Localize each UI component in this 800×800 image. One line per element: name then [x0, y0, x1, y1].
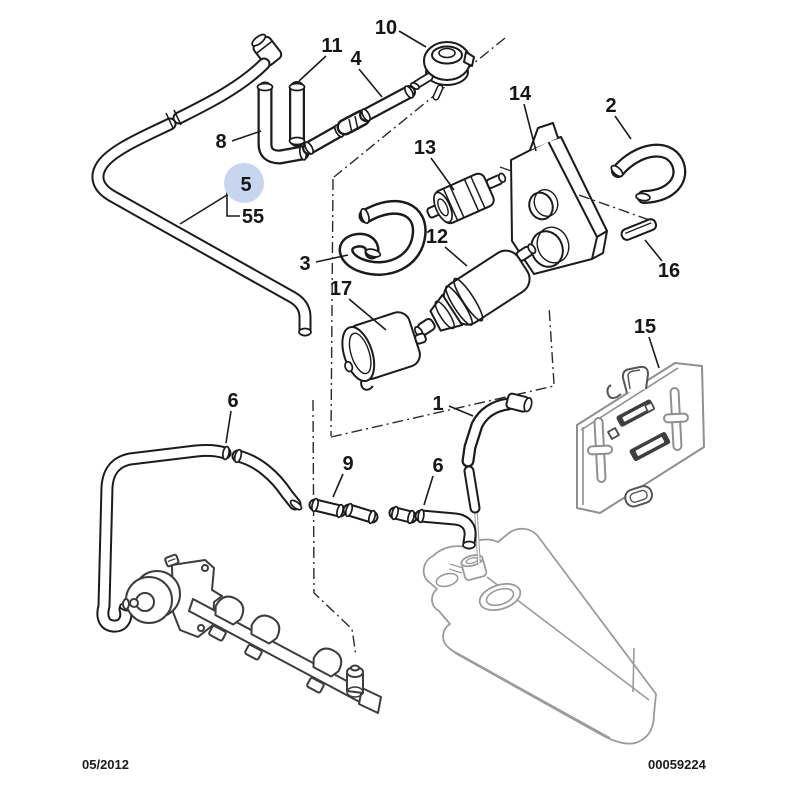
callout-16[interactable]: 16 [658, 260, 680, 282]
pump-sleeve [341, 311, 427, 391]
retaining-clip [620, 218, 658, 241]
callout-3[interactable]: 3 [299, 253, 310, 275]
pressure-regulator [410, 41, 475, 101]
callout-5-selected[interactable]: 5 [240, 174, 251, 196]
fuel-tank [422, 527, 657, 745]
callout-10[interactable]: 10 [375, 17, 397, 39]
pipe-4-chain [302, 85, 416, 155]
highlight-circle [224, 163, 264, 203]
callout-8[interactable]: 8 [215, 131, 226, 153]
callout-55[interactable]: 55 [242, 206, 264, 228]
callout-17[interactable]: 17 [330, 278, 352, 300]
leader-lines [179, 30, 663, 506]
pump-housing [510, 122, 608, 275]
sleeves-9 [308, 497, 379, 525]
feed-pipe [461, 392, 533, 564]
main-hose-5 [91, 33, 312, 337]
fuel-filter [426, 172, 507, 225]
rail-bolt [346, 664, 364, 698]
callout-6-right[interactable]: 6 [432, 455, 443, 477]
callout-2[interactable]: 2 [605, 95, 616, 117]
callout-1[interactable]: 1 [432, 393, 443, 415]
callout-9[interactable]: 9 [342, 453, 353, 475]
fuel-pump [414, 243, 537, 338]
callout-4[interactable]: 4 [350, 48, 362, 70]
vent-tube-8 [256, 81, 310, 165]
shield-plate [576, 362, 705, 514]
s-hose [338, 199, 427, 276]
document-number: 00059224 [648, 757, 706, 772]
callout-15[interactable]: 15 [634, 316, 656, 338]
fuel-rail-assembly [122, 553, 382, 714]
callout-14[interactable]: 14 [509, 83, 532, 105]
document-date: 05/2012 [82, 757, 129, 772]
tank-hose-6-right [388, 505, 477, 550]
rail-hose-6-left [96, 443, 303, 633]
callout-12[interactable]: 12 [426, 226, 448, 248]
callout-6-left[interactable]: 6 [227, 390, 238, 412]
callout-13[interactable]: 13 [414, 137, 436, 159]
hose-piece-11 [288, 81, 306, 147]
return-hose [610, 143, 687, 204]
callout-11[interactable]: 11 [321, 35, 342, 57]
tank-outlet-fitting [460, 554, 488, 581]
